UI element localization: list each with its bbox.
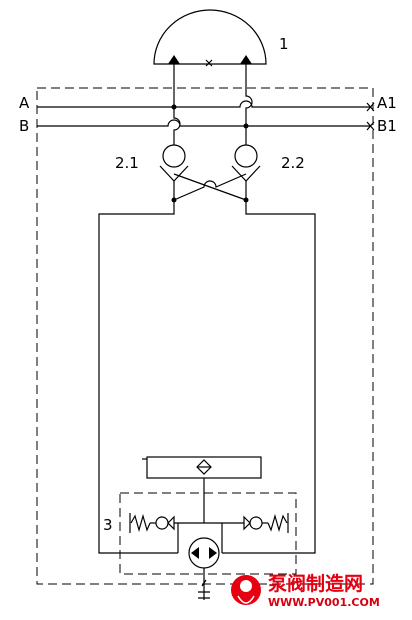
line-valve-right-down [222,200,316,554]
port-a1-mark [366,102,375,112]
port-a1-label: A1 [377,94,397,112]
line-port-right [245,64,253,145]
port-a-label: A [19,94,30,112]
port-b1-mark [366,121,375,131]
label-1: 1 [279,35,289,53]
label-2-1: 2.1 [115,154,139,172]
port-b1-label: B1 [377,117,397,135]
spring-check-right [243,513,289,533]
junction-b [243,123,249,129]
bidirectional-pump [188,537,220,600]
actuator-dome [153,9,267,67]
check-valve-2-1 [159,144,189,200]
inner-dashed-boundary [119,492,297,575]
line-b-b1 [37,119,370,127]
line-a-a1 [37,100,370,108]
label-3: 3 [103,516,113,534]
port-b-label: B [19,117,29,135]
outer-dashed-boundary [36,87,374,585]
filter-box [142,456,262,497]
line-port-left [173,64,181,145]
watermark-url: WWW.PV001.COM [268,596,380,609]
junction-a [171,104,177,110]
label-2-2: 2.2 [281,154,305,172]
pilot-cross-lines [173,173,247,201]
watermark-brand: 泵阀制造网 [268,572,363,595]
watermark: 泵阀制造网 WWW.PV001.COM [231,572,380,609]
check-valve-connection [174,497,244,553]
spring-check-left [129,513,175,533]
check-valve-2-2 [231,144,261,200]
line-valve-left-down [98,200,178,554]
